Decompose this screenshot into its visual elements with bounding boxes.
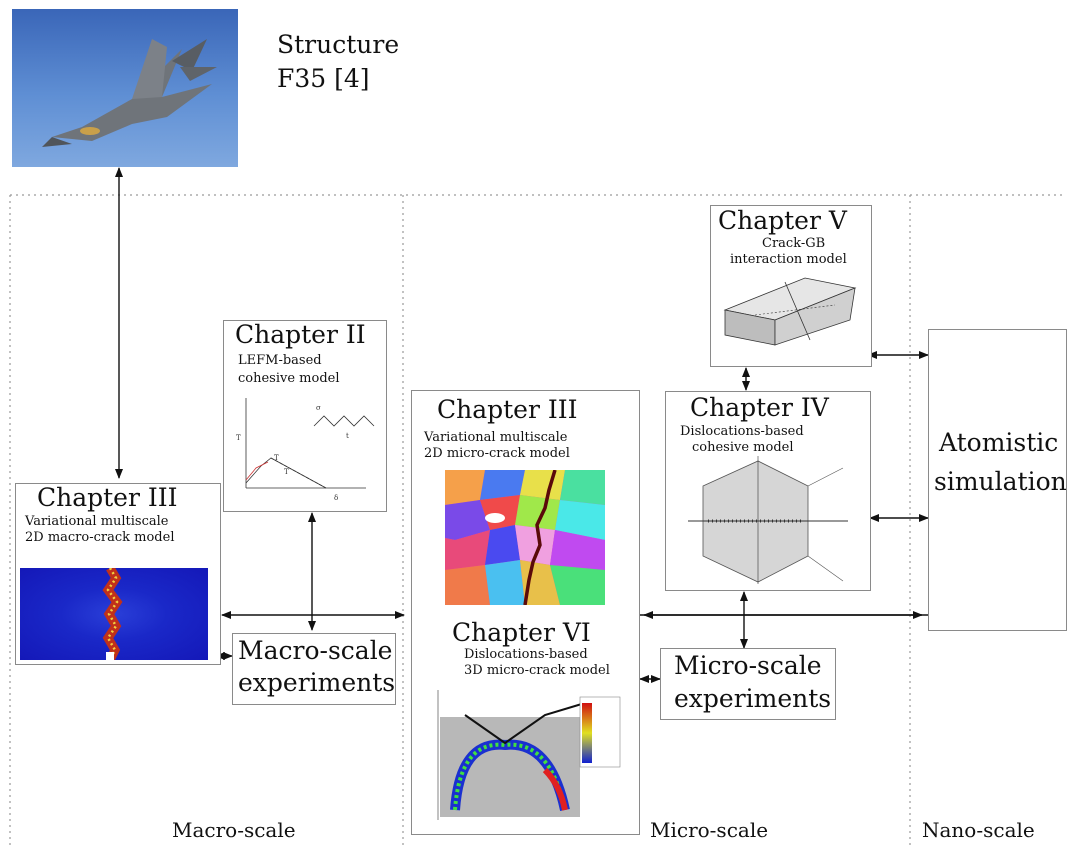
chapter3-micro-line2: 2D micro-crack model bbox=[424, 446, 570, 461]
macro-experiments-line2: experiments bbox=[238, 668, 396, 697]
micro-experiments-line2: experiments bbox=[674, 684, 832, 713]
chapter6-line1: Dislocations-based bbox=[464, 647, 588, 662]
svg-text:T: T bbox=[274, 454, 279, 462]
chapter5-line2: interaction model bbox=[730, 252, 847, 267]
structure-label-2: F35 [4] bbox=[277, 64, 370, 93]
atomistic-simulation-box bbox=[928, 329, 1067, 631]
dislocation-hexagon-figure bbox=[668, 456, 868, 588]
chapter5-line1: Crack-GB bbox=[762, 236, 826, 251]
svg-text:δ: δ bbox=[334, 494, 338, 502]
chapter3-micro-line1: Variational multiscale bbox=[424, 430, 568, 445]
chapter2-line2: cohesive model bbox=[238, 371, 340, 386]
chapter4-title: Chapter IV bbox=[690, 393, 829, 422]
macro-scale-label: Macro-scale bbox=[172, 818, 296, 842]
macro-experiments-line1: Macro-scale bbox=[238, 636, 393, 665]
chapter2-line1: LEFM-based bbox=[238, 353, 322, 368]
chapter2-box bbox=[223, 320, 387, 512]
chapter2-title: Chapter II bbox=[235, 320, 366, 349]
chapter3-micro-title: Chapter III bbox=[437, 395, 578, 424]
micro-experiments-box bbox=[660, 648, 836, 720]
f35-photo bbox=[12, 9, 238, 167]
nano-scale-label: Nano-scale bbox=[922, 818, 1035, 842]
chapter5-title: Chapter V bbox=[718, 206, 847, 235]
chapter6-title: Chapter VI bbox=[452, 618, 591, 647]
svg-text:σ: σ bbox=[316, 404, 321, 412]
chapter3-macro-line2: 2D macro-crack model bbox=[25, 530, 175, 545]
chapter3-macro-line1: Variational multiscale bbox=[25, 514, 169, 529]
svg-text:T: T bbox=[236, 434, 241, 442]
micro-scale-label: Micro-scale bbox=[650, 818, 769, 842]
structure-label-1: Structure bbox=[277, 30, 400, 59]
chapter4-line1: Dislocations-based bbox=[680, 424, 804, 439]
macro-experiments-box bbox=[232, 633, 396, 705]
svg-text:T: T bbox=[284, 468, 289, 476]
macro-crack-mesh-figure bbox=[20, 568, 208, 660]
jet-icon bbox=[42, 39, 217, 147]
region-dividers bbox=[9, 194, 1066, 848]
dislocation-3d-figure bbox=[420, 685, 636, 830]
micro-experiments-line1: Micro-scale bbox=[674, 651, 822, 680]
chapter4-line2: cohesive model bbox=[692, 440, 794, 455]
chapter6-line2: 3D micro-crack model bbox=[464, 663, 610, 678]
atomistic-line2: simulation bbox=[934, 467, 1067, 496]
atomistic-line1: Atomistic bbox=[939, 428, 1059, 457]
crack-gb-figure bbox=[715, 270, 867, 362]
chapter3-macro-title: Chapter III bbox=[37, 483, 178, 512]
grain-map-figure bbox=[445, 470, 605, 605]
svg-text:t: t bbox=[346, 432, 349, 440]
